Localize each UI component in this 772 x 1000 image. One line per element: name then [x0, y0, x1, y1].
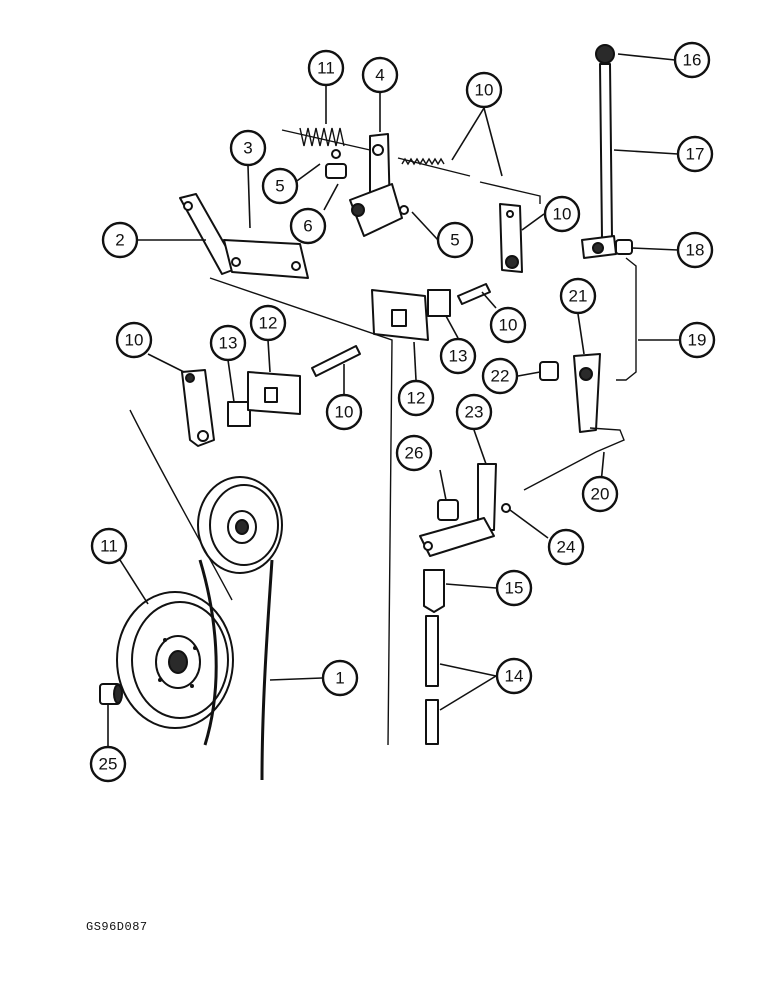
callout-3: 3 [229, 129, 267, 167]
svg-text:23: 23 [465, 403, 484, 422]
clevis-15 [423, 569, 445, 613]
svg-text:12: 12 [259, 314, 278, 333]
svg-text:10: 10 [125, 331, 144, 350]
link-rod [209, 277, 393, 746]
callout-22: 22 [481, 357, 519, 395]
upper-pulley [197, 476, 283, 574]
svg-text:17: 17 [686, 145, 705, 164]
bushing-22 [539, 361, 559, 381]
svg-text:1: 1 [335, 669, 344, 688]
callout-2: 2 [101, 221, 139, 259]
svg-text:10: 10 [475, 81, 494, 100]
svg-text:11: 11 [317, 59, 335, 78]
pin-6 [325, 149, 409, 215]
callout-9: 10 [543, 195, 581, 233]
svg-text:18: 18 [686, 241, 705, 260]
rod-10-right [457, 283, 491, 305]
plate-12-left [247, 371, 301, 415]
svg-text:10: 10 [553, 205, 572, 224]
callout-12-center: 12 [397, 379, 435, 417]
callout-21: 21 [559, 277, 597, 315]
plate-12-center [371, 289, 429, 341]
callout-23: 23 [455, 393, 493, 431]
spring-8 [281, 127, 371, 151]
arm-assembly [179, 193, 309, 279]
svg-text:10: 10 [335, 403, 354, 422]
rod-7 [397, 157, 541, 204]
rod-20 [523, 427, 625, 491]
callout-8: 11 [307, 49, 345, 87]
svg-text:11: 11 [100, 537, 118, 556]
bushing-25 [99, 683, 123, 705]
block-13-left [227, 401, 251, 427]
lever-23 [419, 463, 511, 557]
svg-text:5: 5 [450, 231, 459, 250]
callout-18: 18 [676, 231, 714, 269]
svg-text:16: 16 [683, 51, 702, 70]
svg-text:19: 19 [688, 331, 707, 350]
svg-text:13: 13 [219, 334, 238, 353]
callout-12-left: 12 [249, 304, 287, 342]
svg-text:20: 20 [591, 485, 610, 504]
bracket-18 [581, 235, 633, 259]
callout-10-left: 10 [115, 321, 153, 359]
svg-text:3: 3 [243, 139, 252, 158]
svg-text:12: 12 [407, 389, 426, 408]
svg-text:14: 14 [505, 667, 524, 686]
bracket-left [181, 369, 215, 447]
callout-10-middle: 10 [325, 393, 363, 431]
callout-14: 14 [495, 657, 533, 695]
svg-text:21: 21 [569, 287, 588, 306]
callout-1: 1 [321, 659, 359, 697]
svg-text:13: 13 [449, 347, 468, 366]
rod-14 [425, 615, 439, 745]
svg-text:25: 25 [99, 755, 118, 774]
svg-text:5: 5 [275, 177, 284, 196]
callout-19: 19 [678, 321, 716, 359]
callout-24: 24 [547, 528, 585, 566]
block-13-center [427, 289, 451, 317]
callout-20: 20 [581, 475, 619, 513]
svg-text:10: 10 [499, 316, 518, 335]
callout-11: 11 [90, 527, 128, 565]
callout-10-right: 10 [489, 306, 527, 344]
lever-4 [349, 133, 403, 237]
callout-16: 16 [673, 41, 711, 79]
callout-5-lower: 5 [436, 221, 474, 259]
svg-text:4: 4 [375, 66, 384, 85]
shift-rod [595, 44, 615, 239]
figure-code: GS96D087 [86, 920, 148, 934]
callout-4: 4 [361, 56, 399, 94]
bracket-21 [573, 353, 601, 433]
rod-10-middle [311, 345, 361, 377]
rod-19 [616, 257, 637, 381]
svg-text:26: 26 [405, 444, 424, 463]
svg-text:15: 15 [505, 579, 524, 598]
callout-13-center: 13 [439, 337, 477, 375]
svg-text:22: 22 [491, 367, 510, 386]
arm-9 [499, 203, 523, 273]
callout-7: 10 [465, 71, 503, 109]
svg-text:6: 6 [303, 217, 312, 236]
lower-pulley [116, 591, 234, 729]
callout-15: 15 [495, 569, 533, 607]
svg-text:24: 24 [557, 538, 576, 557]
callout-26: 26 [395, 434, 433, 472]
callout-13-left: 13 [209, 324, 247, 362]
bushing-26 [437, 499, 459, 521]
svg-text:2: 2 [115, 231, 124, 250]
drive-belt [129, 409, 274, 781]
callout-5-upper: 5 [261, 167, 299, 205]
callout-25: 25 [89, 745, 127, 783]
callout-17: 17 [676, 135, 714, 173]
callout-6: 6 [289, 207, 327, 245]
